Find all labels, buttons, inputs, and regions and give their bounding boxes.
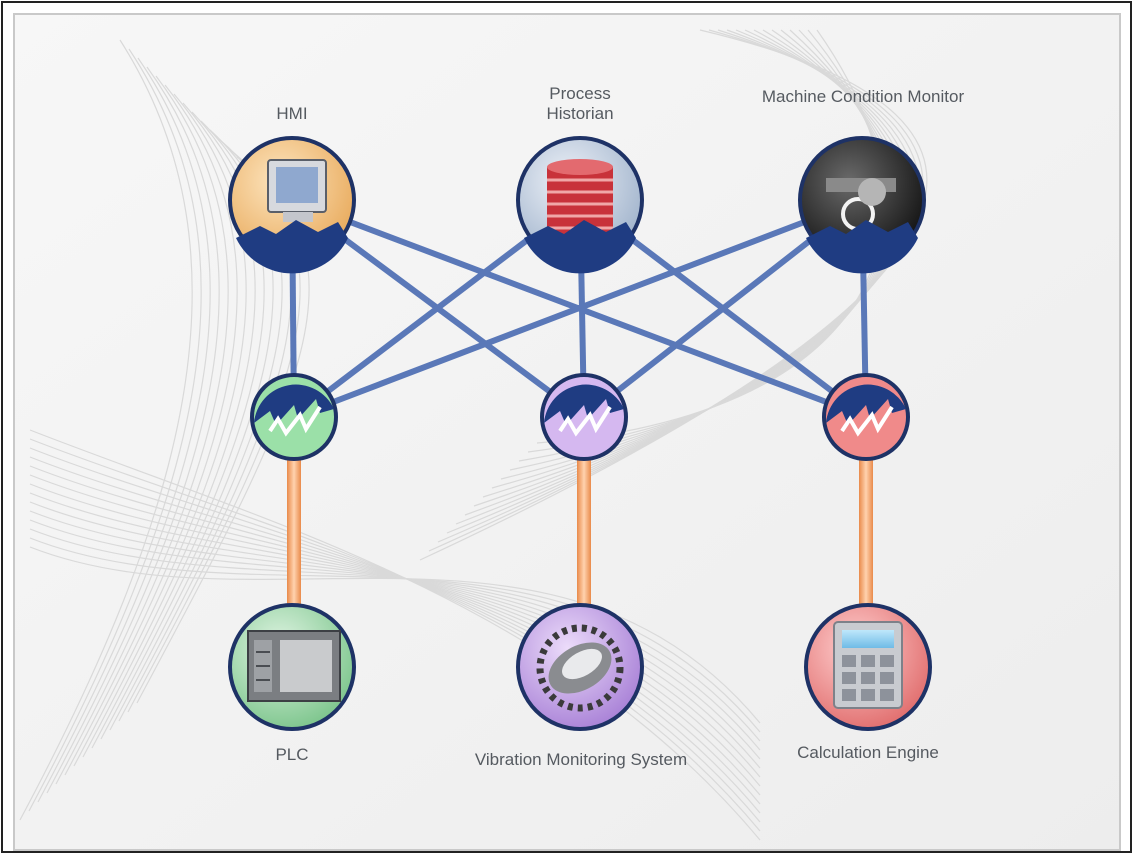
gear-icon — [536, 624, 624, 712]
plc-node[interactable] — [228, 603, 356, 731]
calculation-engine-label: Calculation Engine — [797, 743, 939, 762]
link-mcm-hub-left — [292, 197, 864, 420]
hub-zigzag — [268, 405, 322, 437]
hmi-label: HMI — [276, 104, 308, 123]
process-historian-label: Process Historian — [546, 84, 614, 123]
plc-label: PLC — [275, 745, 309, 764]
vibration-monitoring-system-node[interactable] — [516, 603, 644, 731]
machine-condition-monitor-label: Machine Condition Monitor — [761, 87, 965, 106]
hub-wave-icon — [254, 384, 334, 425]
hub-right[interactable] — [822, 373, 910, 461]
wave-decoration — [806, 220, 918, 274]
decorative-swoosh-lines — [19, 29, 928, 841]
hub-group — [250, 373, 910, 461]
machine-condition-monitor-node[interactable] — [798, 136, 926, 274]
calculation-engine-node[interactable] — [804, 603, 932, 731]
hub-left[interactable] — [250, 373, 338, 461]
hub-wave-icon — [826, 384, 906, 425]
hub-zigzag — [840, 405, 894, 437]
hub-zigzag — [558, 405, 612, 437]
hub-middle[interactable] — [540, 373, 628, 461]
process-historian-node[interactable] — [516, 136, 644, 274]
monitor-icon — [267, 159, 327, 222]
wave-decoration — [524, 220, 636, 274]
vibration-monitoring-system-label: Vibration Monitoring System — [474, 750, 688, 769]
hub-wave-icon — [544, 384, 624, 425]
wave-decoration — [236, 220, 348, 274]
calculator-icon — [833, 621, 903, 709]
plc-cabinet-icon — [247, 630, 341, 702]
hmi-node[interactable] — [228, 136, 356, 274]
